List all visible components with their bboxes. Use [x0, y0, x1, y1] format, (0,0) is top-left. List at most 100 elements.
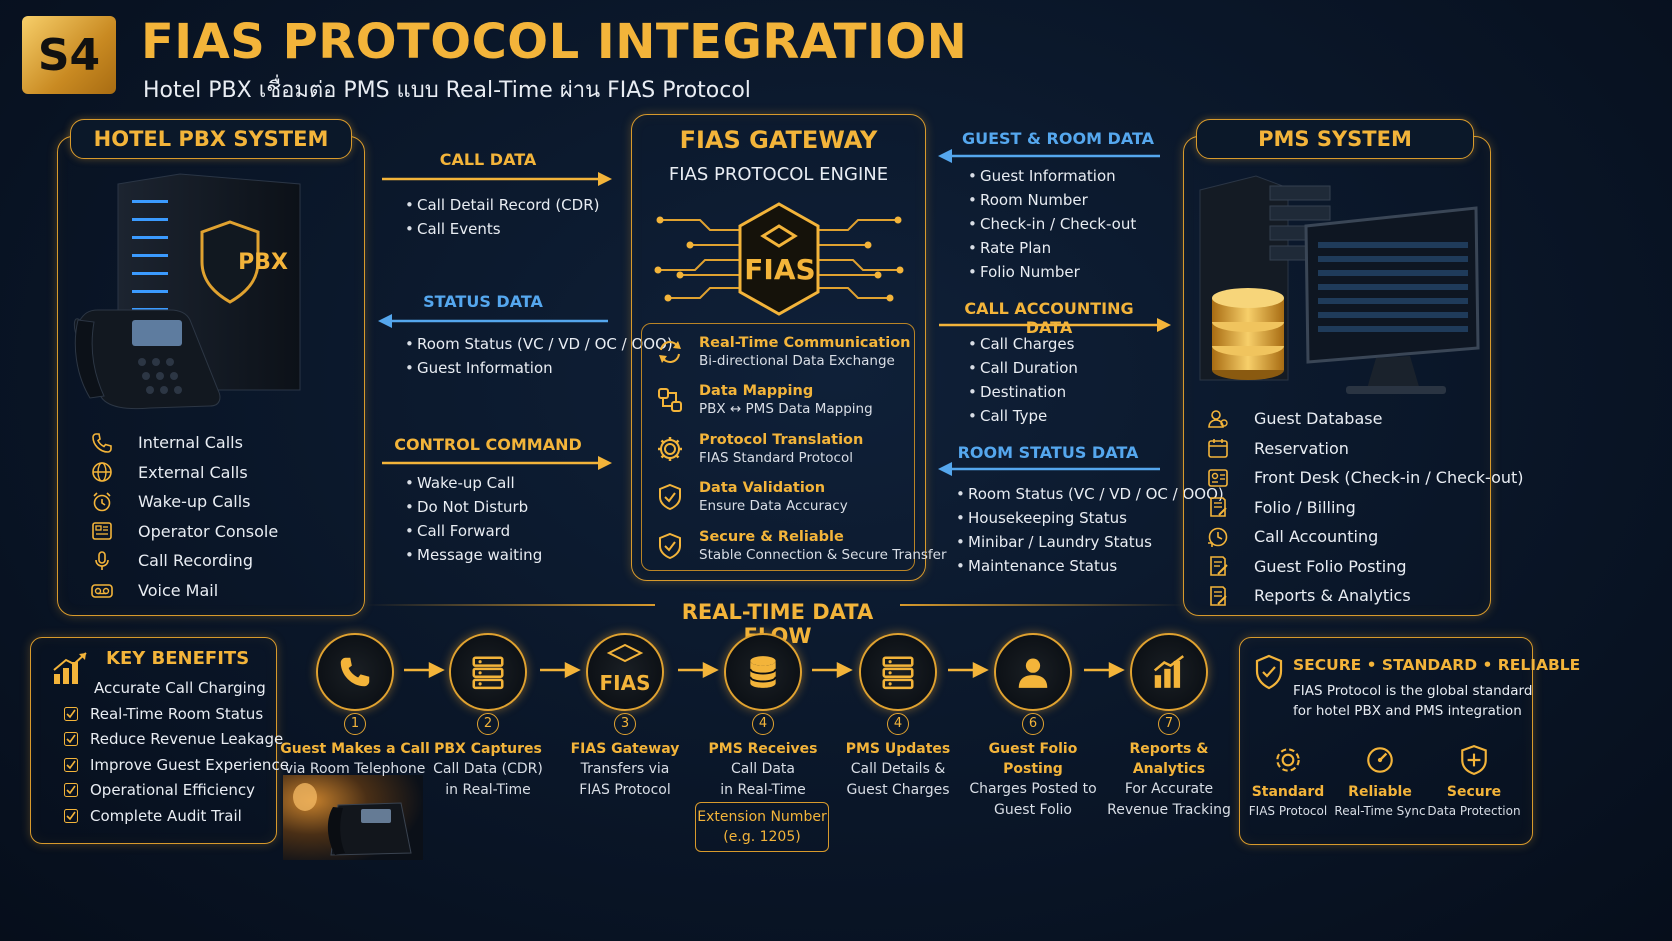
pbx-device-label: PBX [238, 250, 288, 275]
secure-title: SECURE • STANDARD • RELIABLE [1293, 656, 1581, 674]
calendar-icon [1208, 439, 1228, 459]
pbx-feature-recording: Call Recording [90, 546, 278, 576]
pms-illustration [1199, 175, 1480, 394]
step-number: 7 [1158, 713, 1180, 735]
shield-icon [1461, 744, 1487, 775]
flow-divider-left [365, 604, 655, 606]
guest-room-item: Check-in / Check-out [968, 215, 1136, 234]
gear-icon [1276, 748, 1300, 772]
step-fias-text: FIAS [599, 671, 651, 695]
control-command-label: CONTROL COMMAND [394, 435, 582, 454]
gateway-subtitle: FIAS PROTOCOL ENGINE [668, 164, 889, 185]
step-line: Revenue Tracking [1107, 802, 1231, 818]
alarm-clock-icon [93, 492, 111, 512]
call-accounting-item: Call Type [968, 407, 1078, 426]
call-data-item: Call Detail Record (CDR) [405, 196, 599, 215]
call-data-item: Call Events [405, 220, 599, 239]
call-data-list: Call Detail Record (CDR) Call Events [405, 196, 599, 244]
call-accounting-label: CALL ACCOUNTING DATA [964, 299, 1134, 337]
gateway-features-box [641, 323, 915, 571]
benefits-title: KEY BENEFITS [106, 648, 250, 669]
report-icon [1210, 585, 1227, 606]
secure-desc-line: for hotel PBX and PMS integration [1293, 703, 1522, 719]
room-status-item: Maintenance Status [956, 557, 1224, 576]
secure-item-secure: Secure Data Protection [1424, 744, 1524, 818]
status-data-label: STATUS DATA [423, 292, 543, 311]
benefits-intro: Accurate Call Charging [94, 679, 266, 697]
posting-icon [1210, 556, 1228, 577]
call-accounting-item: Call Duration [968, 359, 1078, 378]
room-status-list: Room Status (VC / VD / OC / OOO) Houseke… [956, 485, 1224, 581]
status-data-list: Room Status (VC / VD / OC / OOO) Guest I… [405, 335, 673, 383]
pms-feature-folio-posting: Guest Folio Posting [1206, 552, 1524, 582]
pbx-feature-list: Internal Calls External Calls Wake-up Ca… [90, 428, 278, 605]
step-number: 6 [1022, 713, 1044, 735]
front-desk-icon [1208, 468, 1228, 487]
pms-feature-reports: Reports & Analytics [1206, 581, 1524, 611]
phone-icon [92, 432, 112, 453]
control-command-arrow [382, 456, 612, 470]
sync-icon [659, 341, 681, 363]
step-circle [1130, 633, 1208, 711]
step-title: PMS Updates [845, 741, 951, 757]
room-status-item: Minibar / Laundry Status [956, 533, 1224, 552]
secure-desc-line: FIAS Protocol is the global standard [1293, 683, 1533, 699]
check-icon [64, 757, 78, 772]
fias-circuit-logo-icon [654, 202, 904, 316]
pms-feature-front-desk: Front Desk (Check-in / Check-out) [1206, 463, 1524, 493]
step-number: 2 [477, 713, 499, 735]
step-circle [994, 633, 1072, 711]
status-data-item: Guest Information [405, 359, 673, 378]
step-line: Charges Posted to [969, 781, 1097, 797]
pms-feature-guest-db: Guest Database [1206, 404, 1524, 434]
room-status-item: Room Status (VC / VD / OC / OOO) [956, 485, 1224, 504]
shield-check-icon [659, 532, 681, 560]
flow-step-6: 6 Guest Folio Posting Charges Posted to … [958, 633, 1108, 821]
flow-step-7: 7 Reports & Analytics For Accurate Reven… [1094, 633, 1244, 821]
room-status-item: Housekeeping Status [956, 509, 1224, 528]
step-line: Call Details & [850, 761, 946, 777]
gauge-icon [1367, 747, 1393, 773]
guest-database-icon [1208, 409, 1228, 428]
step-title: Guest Folio Posting [988, 741, 1078, 777]
step-line: via Room Telephone [284, 761, 426, 777]
gateway-panel [631, 114, 926, 581]
mapping-icon [658, 388, 682, 412]
flow-arrows [404, 661, 1125, 679]
guest-room-item: Folio Number [968, 263, 1136, 282]
pms-feature-list: Guest Database Reservation Front Desk (C… [1206, 404, 1524, 611]
flow-divider-right [900, 604, 1185, 606]
step-circle [316, 633, 394, 711]
secure-desc: FIAS Protocol is the global standard for… [1293, 681, 1532, 721]
step-line: FIAS Protocol [579, 782, 671, 798]
check-icon [64, 706, 78, 721]
step-line: in Real-Time [720, 782, 806, 798]
step-circle [724, 633, 802, 711]
benefit-item: Operational Efficiency [64, 778, 289, 804]
call-accounting-icon [1208, 527, 1228, 547]
gateway-feature-validation: Data Validation Ensure Data Accuracy [659, 479, 979, 515]
control-command-item: Call Forward [405, 522, 542, 541]
guest-room-item: Rate Plan [968, 239, 1136, 258]
step-circle [449, 633, 527, 711]
call-accounting-item: Destination [968, 383, 1078, 402]
step-line: Call Data [730, 761, 795, 777]
gateway-feature-mapping: Data Mapping PBX ↔ PMS Data Mapping [658, 382, 979, 418]
gateway-title: FIAS GATEWAY [679, 126, 878, 154]
pbx-feature-operator: Operator Console [90, 517, 278, 547]
step-line: in Real-Time [445, 782, 531, 798]
step-line: Transfers via [580, 761, 670, 777]
benefit-item: Reduce Revenue Leakage [64, 727, 289, 753]
voicemail-icon [91, 584, 113, 599]
step-title: PMS Receives [708, 741, 818, 757]
pbx-feature-internal: Internal Calls [90, 428, 278, 458]
guest-room-label: GUEST & ROOM DATA [961, 129, 1155, 148]
status-data-item: Room Status (VC / VD / OC / OOO) [405, 335, 673, 354]
step-title: FIAS Gateway [570, 741, 680, 757]
pbx-feature-voicemail: Voice Mail [90, 576, 278, 606]
server-icon [472, 656, 504, 690]
page-title: FIAS PROTOCOL INTEGRATION [141, 14, 968, 70]
benefit-item: Complete Audit Trail [64, 803, 289, 829]
step-title: Guest Makes a Call [280, 741, 430, 757]
gateway-feature-secure: Secure & Reliable Stable Connection & Se… [659, 528, 979, 564]
